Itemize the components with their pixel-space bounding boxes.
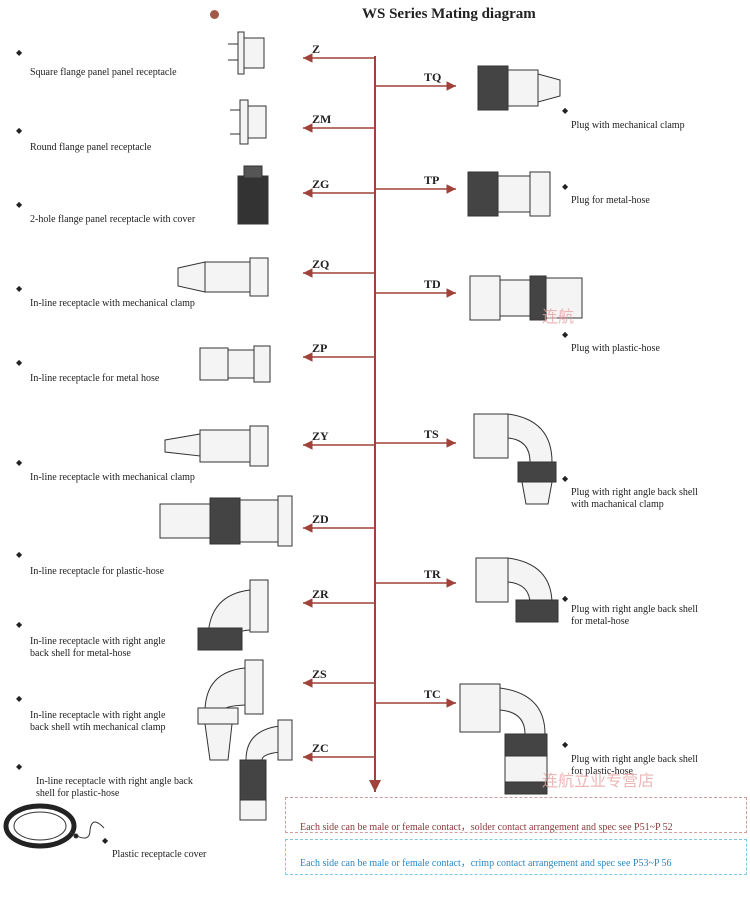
- label-z-line1: Square flange panel panel receptacle: [30, 67, 177, 78]
- diamond-zc: ◆: [16, 762, 23, 771]
- code-tp: TP: [424, 173, 440, 187]
- connector-tq-drawing: [477, 65, 561, 111]
- label-tq-line1: Plug with mechanical clamp: [571, 120, 685, 131]
- label-zd-line1: In-line receptacle for plastic-hose: [30, 566, 165, 577]
- code-zg: ZG: [312, 177, 330, 191]
- diagram-title: WS Series Mating diagram: [362, 6, 536, 22]
- connector-tc-drawing: [459, 683, 548, 795]
- diamond-zg: ◆: [16, 200, 23, 209]
- code-zr: ZR: [312, 587, 329, 601]
- diamond-tr: ◆: [562, 594, 569, 603]
- code-zp: ZP: [312, 341, 328, 355]
- solder-contact-note-text: Each side can be male or female contact，…: [300, 822, 673, 833]
- diamond-zr: ◆: [16, 620, 23, 629]
- connector-tp-drawing: [467, 171, 551, 217]
- cover-label: Plastic receptacle cover: [112, 849, 207, 860]
- label-zq-line1: In-line receptacle with mechanical clamp: [30, 298, 195, 309]
- diamond-tp: ◆: [562, 182, 569, 191]
- code-zm: ZM: [312, 112, 332, 126]
- code-tr: TR: [424, 567, 441, 581]
- code-tc: TC: [424, 687, 441, 701]
- connector-tr-drawing: [475, 557, 559, 623]
- crimp-contact-note: Each side can be male or female contact，…: [285, 839, 747, 875]
- code-zq: ZQ: [312, 257, 330, 271]
- receptacle-cover-drawing: [3, 803, 105, 849]
- label-tp-line1: Plug for metal-hose: [571, 195, 650, 206]
- label-zc-line1: In-line receptacle with right angle back: [36, 776, 193, 787]
- diamond-tq: ◆: [562, 106, 569, 115]
- label-zp-line1: In-line receptacle for metal hose: [30, 373, 160, 384]
- watermark-large: 连航立业专营店: [542, 771, 655, 790]
- label-zr-line1: In-line receptacle with right angle: [30, 636, 166, 647]
- diamond-zq: ◆: [16, 284, 23, 293]
- connector-zr-drawing: [197, 579, 269, 651]
- label-zs-line2: back shell wtih mechanical clamp: [30, 722, 166, 733]
- diamond-zy: ◆: [16, 458, 23, 467]
- label-zm-line1: Round flange panel receptacle: [30, 142, 152, 153]
- label-tr-line2: for metal-hose: [571, 616, 630, 627]
- label-zy-line1: In-line receptacle with mechanical clamp: [30, 472, 195, 483]
- connector-zs-drawing: [197, 659, 264, 761]
- code-zc: ZC: [312, 741, 329, 755]
- connector-zq-drawing: [177, 257, 269, 297]
- label-zg-line1: 2-hole flange panel receptacle with cove…: [30, 214, 196, 225]
- label-zc-line2: shell for plastic-hose: [36, 788, 120, 799]
- label-ts-line2: with machanical clamp: [571, 499, 664, 510]
- crimp-contact-note-text: Each side can be male or female contact，…: [300, 858, 672, 869]
- diamond-zm: ◆: [16, 126, 23, 135]
- connector-zp-drawing: [199, 345, 271, 383]
- diamond-zs: ◆: [16, 694, 23, 703]
- diamond-cover: ◆: [102, 836, 109, 845]
- connector-zy-drawing: [164, 425, 269, 467]
- watermark-small: 连航: [542, 307, 575, 326]
- label-tr-line1: Plug with right angle back shell: [571, 604, 698, 615]
- diamond-zd: ◆: [16, 550, 23, 559]
- connector-ts-drawing: [473, 413, 557, 505]
- diamond-zp: ◆: [16, 358, 23, 367]
- code-zy: ZY: [312, 429, 329, 443]
- diamond-z: ◆: [16, 48, 23, 57]
- label-tc-line1: Plug with right angle back shell: [571, 754, 698, 765]
- connector-td-drawing: [469, 275, 583, 321]
- label-zs-line1: In-line receptacle with right angle: [30, 710, 166, 721]
- code-ts: TS: [424, 427, 439, 441]
- connector-zg-drawing: [237, 165, 269, 225]
- solder-contact-note: Each side can be male or female contact，…: [285, 797, 747, 833]
- code-z: Z: [312, 42, 321, 56]
- decorative-dot: [210, 10, 219, 19]
- connector-z-drawing: [228, 31, 265, 75]
- connector-zc-drawing: [239, 719, 293, 821]
- code-zs: ZS: [312, 667, 327, 681]
- connector-zd-drawing: [159, 495, 293, 547]
- connector-zm-drawing: [230, 99, 267, 145]
- code-zd: ZD: [312, 512, 329, 526]
- diamond-ts: ◆: [562, 474, 569, 483]
- label-tc-line2: for plastic-hose: [571, 766, 633, 777]
- code-tq: TQ: [424, 70, 442, 84]
- label-ts-line1: Plug with right angle back shell: [571, 487, 698, 498]
- diamond-tc: ◆: [562, 740, 569, 749]
- code-td: TD: [424, 277, 441, 291]
- label-zr-line2: back shell for metal-hose: [30, 648, 131, 659]
- diamond-td: ◆: [562, 330, 569, 339]
- label-td-line1: Plug with plastic-hose: [571, 343, 660, 354]
